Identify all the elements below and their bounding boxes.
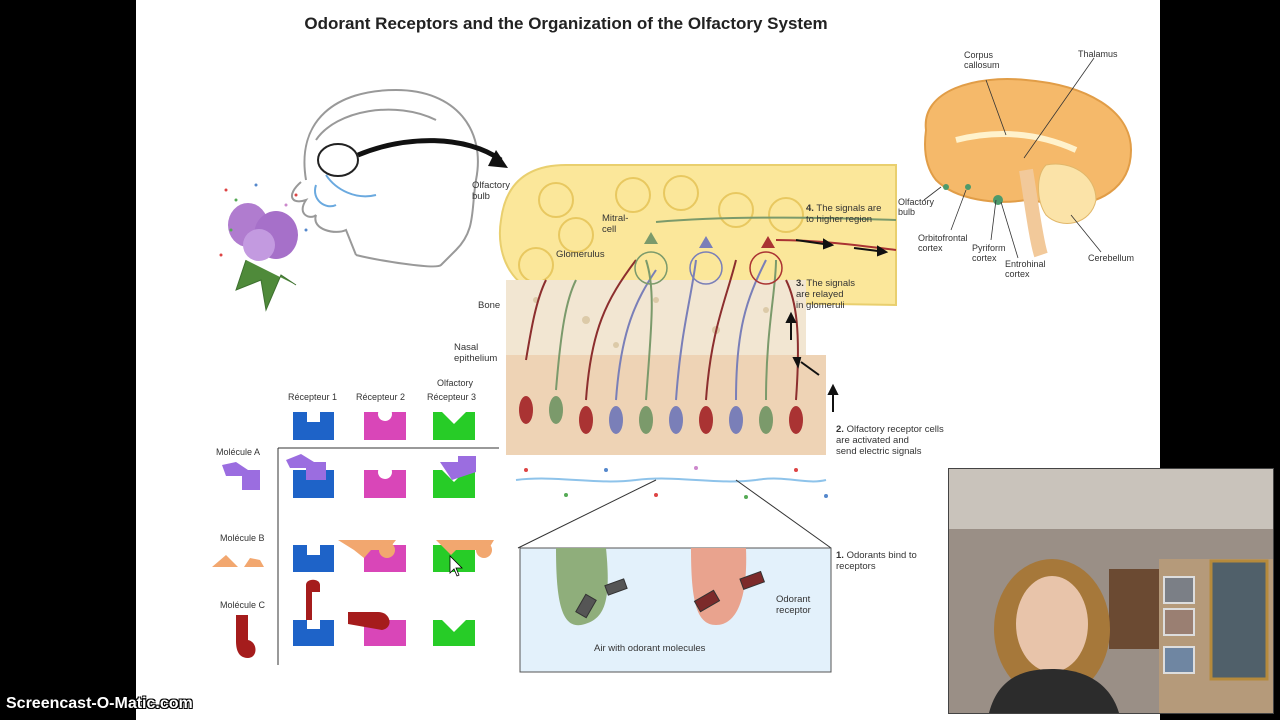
receptor-neurons [525,259,799,401]
mouse-cursor [449,555,463,577]
odorant-molecules-small [524,466,828,499]
receptor-header-3-prefix: Olfactory [437,378,474,388]
molecule-label-b: Molécule B [220,533,265,543]
brain-label-thalamus: Thalamus [1078,49,1118,59]
molecule-label-a: Molécule A [216,447,261,457]
label-mitral-cell: Mitral- cell [602,213,629,235]
label-nasal-epithelium: Nasal epithelium [454,342,498,364]
slide-title: Odorant Receptors and the Organization o… [304,14,828,33]
nose-zoom-circle [317,143,359,177]
mitral-cells [644,232,775,248]
label-glomerulus: Glomerulus [556,249,605,260]
receptor-header-3: Récepteur 3 [427,392,477,402]
odor-dots [219,183,308,257]
brain-label-cerebellum: Cerebellum [1088,253,1135,263]
label-odorant-receptor: Odorant receptor [776,594,811,616]
brain-label-olfactory-bulb: Olfactory bulb [898,197,935,217]
step-4: 4. The signals are to higher region [806,203,882,225]
olfactory-diagram [219,88,897,673]
bone-layer [506,280,806,360]
molecule-label-c: Molécule C [220,600,266,610]
inset-receptors [575,570,766,619]
neuron-bodies [519,396,803,434]
brain-label-pyriform: Pyriform cortex [972,243,1006,263]
head-illustration [291,88,479,268]
brain-label-corpus-callosum: Corpus callosum [964,50,1000,70]
webcam-overlay [948,468,1274,714]
air-flow [515,477,827,483]
signal-arrows [785,238,889,412]
receptor-row-header [293,407,475,440]
step-2: 2. Olfactory receptor cells are activate… [836,424,944,457]
glomeruli [634,251,783,285]
inset-green-cilium [556,548,608,626]
receptor-header-1: Récepteur 1 [288,392,338,402]
label-olfactory-bulb: Olfactory bulb [472,180,511,202]
brain-illustration [923,57,1133,259]
brain-label-orbitofrontal: Orbitofrontal cortex [918,233,968,253]
receptor-header-2: Récepteur 2 [356,392,406,402]
screencast-watermark: Screencast-O-Matic.com [6,695,193,712]
label-bone: Bone [478,300,501,311]
webcam-scene [949,469,1273,713]
lilac-flower [228,203,298,312]
receptor-matrix [212,407,499,665]
step-3: 3. The signals are relayed in glomeruli [796,278,855,311]
slide: Odorant Receptors and the Organization o… [136,0,1160,720]
step-1: 1. Odorants bind to receptors [836,550,917,572]
label-air-with-odorant: Air with odorant molecules [594,643,706,654]
zoom-arrow [357,138,503,163]
zoom-arrowhead [488,150,508,168]
brain-label-entrohinal: Entrohinal cortex [1005,259,1046,279]
